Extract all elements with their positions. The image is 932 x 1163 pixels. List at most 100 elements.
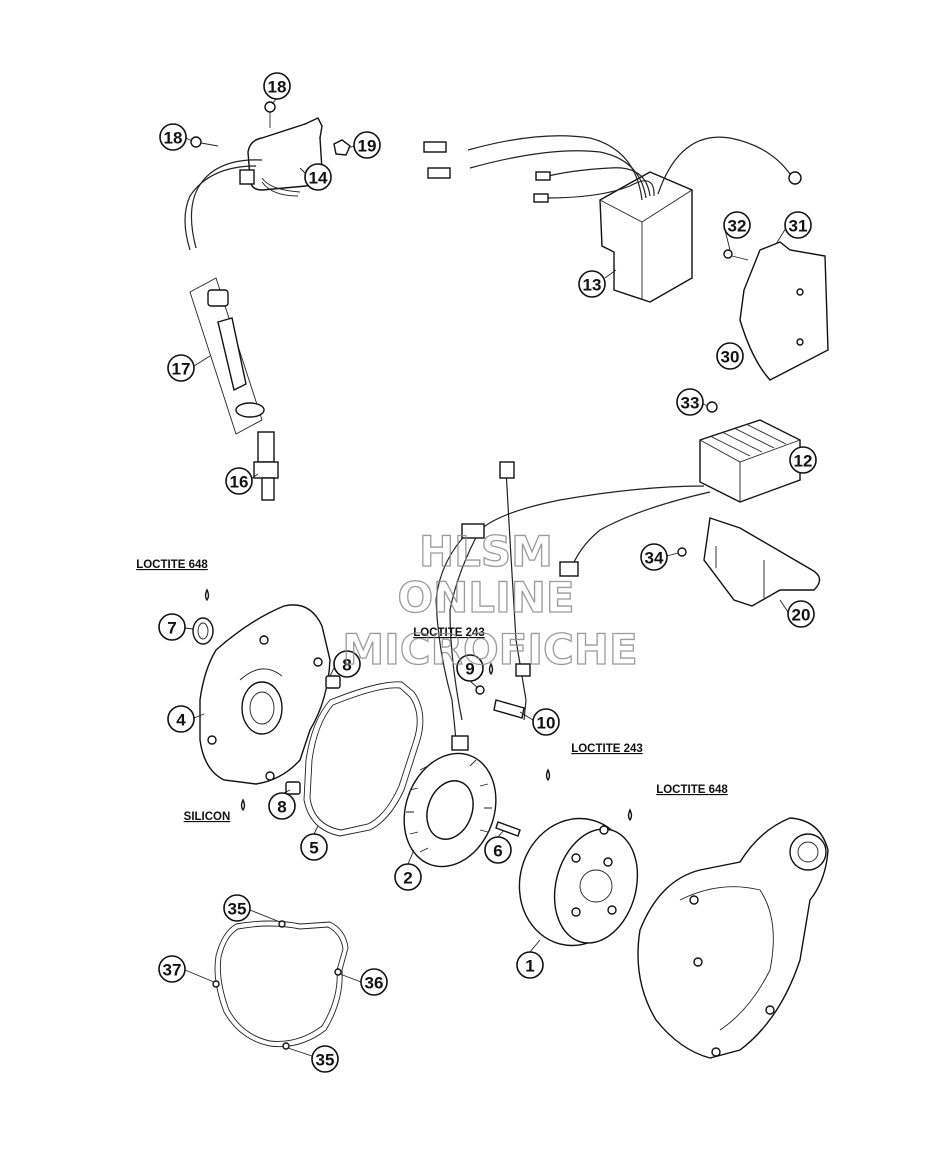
- callout-32: 32: [723, 211, 751, 239]
- callout-circle: [158, 955, 186, 983]
- callout-number: 13: [583, 276, 602, 295]
- callout-number: 33: [681, 394, 700, 413]
- callout-circle: [263, 72, 291, 100]
- callout-number: 18: [268, 78, 287, 97]
- callout-number: 36: [365, 974, 384, 993]
- spark-plug-connector: [189, 277, 265, 435]
- callout-35: 35: [311, 1045, 339, 1073]
- coil-screw-left: [190, 136, 219, 148]
- callout-number: 18: [164, 129, 183, 148]
- note-label: LOCTITE 648: [136, 559, 208, 571]
- stator: [403, 752, 497, 868]
- callout-18: 18: [263, 72, 291, 100]
- callout-36: 36: [360, 968, 388, 996]
- note-label: LOCTITE 648: [656, 784, 728, 796]
- callout-number: 9: [465, 660, 474, 679]
- callout-number: 20: [792, 606, 811, 625]
- callout-number: 12: [794, 452, 813, 471]
- cover-plug-seal: [192, 617, 214, 645]
- callout-circle: [456, 654, 484, 682]
- callout-circle: [158, 613, 186, 641]
- drop-icons: [204, 588, 633, 822]
- callout-35: 35: [223, 894, 251, 922]
- cover-screw: [723, 249, 749, 261]
- coil-screw-top: [264, 101, 276, 128]
- callout-circle: [159, 123, 187, 151]
- watermark-line-2: ONLINE: [397, 573, 574, 622]
- callout-6: 6: [484, 836, 512, 864]
- callout-number: 6: [493, 842, 502, 861]
- callout-circle: [223, 894, 251, 922]
- mounting-bracket: [677, 517, 821, 607]
- callout-number: 37: [163, 961, 182, 980]
- callout-number: 19: [358, 137, 377, 156]
- callout-circle: [784, 211, 812, 239]
- callout-1: 1: [516, 951, 544, 979]
- callout-14: 14: [304, 163, 332, 191]
- stator-harness: [435, 461, 579, 751]
- callout-4: 4: [167, 705, 195, 733]
- harness-clip: [475, 685, 525, 719]
- callout-number: 10: [537, 714, 556, 733]
- callout-18: 18: [159, 123, 187, 151]
- watermark-line-3: MICROFICHE: [342, 625, 637, 674]
- ignition-coil: [184, 117, 323, 251]
- stator-screw: [495, 821, 521, 837]
- cdi-cover-plate: [739, 241, 829, 381]
- callout-34: 34: [640, 543, 668, 571]
- cover-gasket: [303, 681, 424, 837]
- callout-circle: [300, 833, 328, 861]
- callout-19: 19: [353, 131, 381, 159]
- dowel-pin-lower: [285, 781, 301, 795]
- callout-30: 30: [716, 342, 744, 370]
- callout-circle: [353, 131, 381, 159]
- callout-10: 10: [532, 708, 560, 736]
- generator-housing: [637, 817, 829, 1059]
- callout-31: 31: [784, 211, 812, 239]
- callout-number: 5: [309, 839, 318, 858]
- callout-number: 7: [167, 619, 176, 638]
- note-label: SILICON: [184, 811, 231, 823]
- callout-circle: [333, 650, 361, 678]
- callout-7: 7: [158, 613, 186, 641]
- callout-number: 34: [645, 549, 664, 568]
- callout-number: 17: [172, 360, 191, 379]
- watermark-line-1: HLSM: [419, 527, 553, 576]
- callout-circle: [716, 342, 744, 370]
- flywheel-rotor: [518, 817, 639, 947]
- callout-number: 31: [789, 217, 808, 236]
- callout-circle: [723, 211, 751, 239]
- spark-plug: [253, 431, 279, 501]
- coil-nut: [333, 139, 351, 156]
- cdi-unit: [423, 135, 802, 303]
- callout-circle: [789, 446, 817, 474]
- callout-13: 13: [578, 270, 606, 298]
- dowel-pin-upper: [325, 675, 341, 689]
- callout-circle: [578, 270, 606, 298]
- callout-number: 32: [728, 217, 747, 236]
- voltage-regulator: [479, 401, 801, 573]
- callout-number: 30: [721, 348, 740, 367]
- callout-circle: [640, 543, 668, 571]
- callout-circle: [311, 1045, 339, 1073]
- callout-20: 20: [787, 600, 815, 628]
- callout-circle: [484, 836, 512, 864]
- callout-17: 17: [167, 354, 195, 382]
- callout-circle: [360, 968, 388, 996]
- callout-16: 16: [225, 467, 253, 495]
- callout-number: 35: [228, 900, 247, 919]
- callout-circle: [516, 951, 544, 979]
- callout-9: 9: [456, 654, 484, 682]
- callout-number: 8: [342, 656, 351, 675]
- callout-number: 2: [403, 869, 412, 888]
- callout-circle: [225, 467, 253, 495]
- callout-circle: [532, 708, 560, 736]
- callout-number: 4: [176, 711, 186, 730]
- note-label: LOCTITE 243: [413, 627, 485, 639]
- callout-circle: [167, 705, 195, 733]
- callout-circle: [394, 863, 422, 891]
- callout-circle: [268, 792, 296, 820]
- callout-number: 8: [277, 798, 286, 817]
